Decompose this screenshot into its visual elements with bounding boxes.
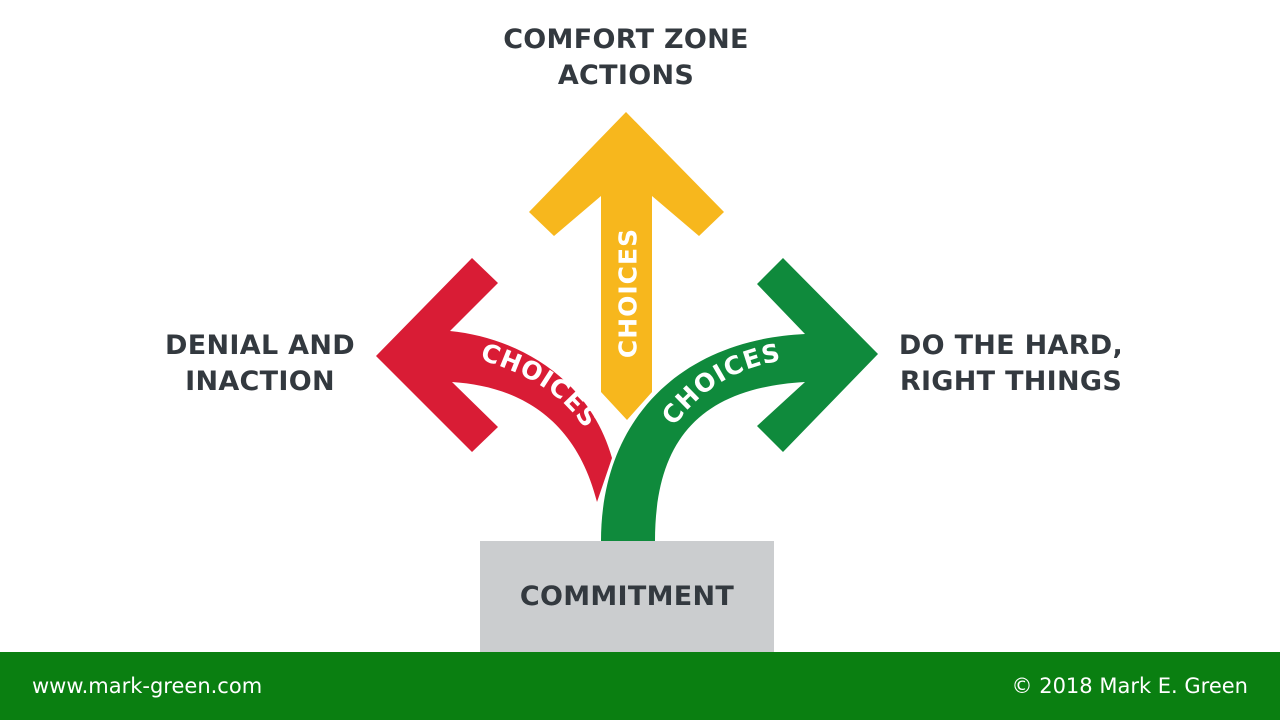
choices-diagram: CHOICES CHOICES CHOICES [376, 112, 878, 541]
footer-bar: www.mark-green.com © 2018 Mark E. Green [0, 652, 1280, 720]
do-the-hard-line: DO THE HARD, [898, 330, 1124, 361]
footer-copyright: © 2018 Mark E. Green [1011, 674, 1248, 698]
inaction-line: INACTION [185, 366, 335, 397]
red-left-curved-arrow [376, 258, 612, 502]
commitment-label: COMMITMENT [519, 581, 735, 612]
denial-inaction-label: DENIAL AND INACTION [150, 328, 370, 400]
right-things-line: RIGHT THINGS [899, 366, 1123, 397]
comfort-zone-actions-label: COMFORT ZONE ACTIONS [440, 22, 812, 94]
comfort-zone-line: COMFORT ZONE [503, 24, 749, 55]
denial-and-line: DENIAL AND [165, 330, 355, 361]
actions-line: ACTIONS [557, 60, 695, 91]
green-right-curved-arrow [601, 258, 878, 541]
commitment-box: COMMITMENT [480, 541, 774, 652]
yellow-up-arrow [529, 112, 724, 420]
yellow-arrow-label: CHOICES [614, 228, 643, 358]
do-the-hard-right-things-label: DO THE HARD, RIGHT THINGS [880, 328, 1142, 400]
footer-website: www.mark-green.com [32, 674, 263, 698]
